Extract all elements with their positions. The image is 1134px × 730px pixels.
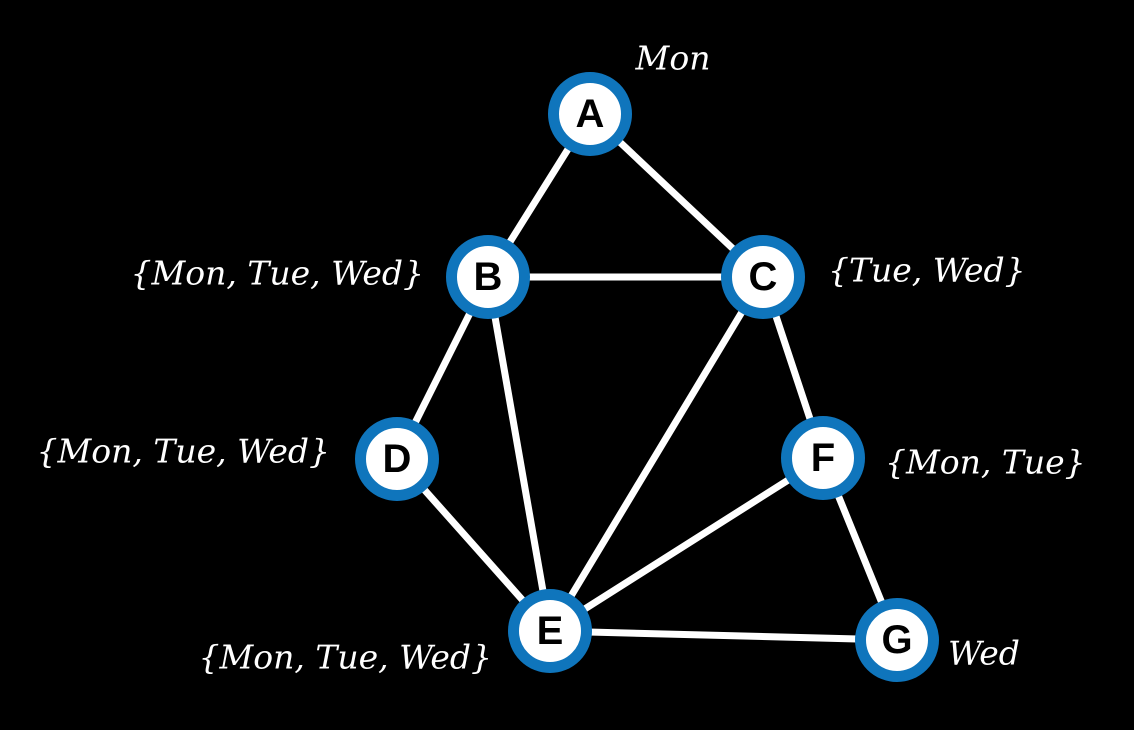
node-C: C <box>721 235 805 319</box>
edge-E-G <box>546 627 901 644</box>
node-F: F <box>781 416 865 500</box>
node-D: D <box>355 417 439 501</box>
node-letter-B: B <box>474 255 503 299</box>
node-D-domain-label: {Mon, Tue, Wed} <box>36 432 330 471</box>
node-C-domain-label: {Tue, Wed} <box>828 251 1026 290</box>
node-A: A <box>548 72 632 156</box>
node-G: G <box>855 598 939 682</box>
node-circle-D <box>355 417 439 501</box>
node-circle-B <box>446 235 530 319</box>
node-circle-F <box>781 416 865 500</box>
node-letter-F: F <box>811 436 835 480</box>
edge-C-E <box>546 273 767 635</box>
node-B-domain-label: {Mon, Tue, Wed} <box>130 254 424 293</box>
node-B: B <box>446 235 530 319</box>
node-circle-C <box>721 235 805 319</box>
edge-E-F <box>546 454 827 635</box>
node-circle-A <box>548 72 632 156</box>
node-letter-G: G <box>881 618 912 662</box>
node-circle-G <box>855 598 939 682</box>
node-E-domain-label: {Mon, Tue, Wed} <box>198 638 492 677</box>
node-letter-C: C <box>749 255 778 299</box>
node-letter-E: E <box>537 609 564 653</box>
edge-B-E <box>484 273 554 635</box>
node-A-domain-label: Mon <box>635 39 711 78</box>
node-circle-E <box>508 589 592 673</box>
node-F-domain-label: {Mon, Tue} <box>885 443 1086 482</box>
node-G-domain-label: Wed <box>948 634 1020 673</box>
node-letter-D: D <box>383 437 412 481</box>
node-letter-A: A <box>576 92 605 136</box>
node-E: E <box>508 589 592 673</box>
